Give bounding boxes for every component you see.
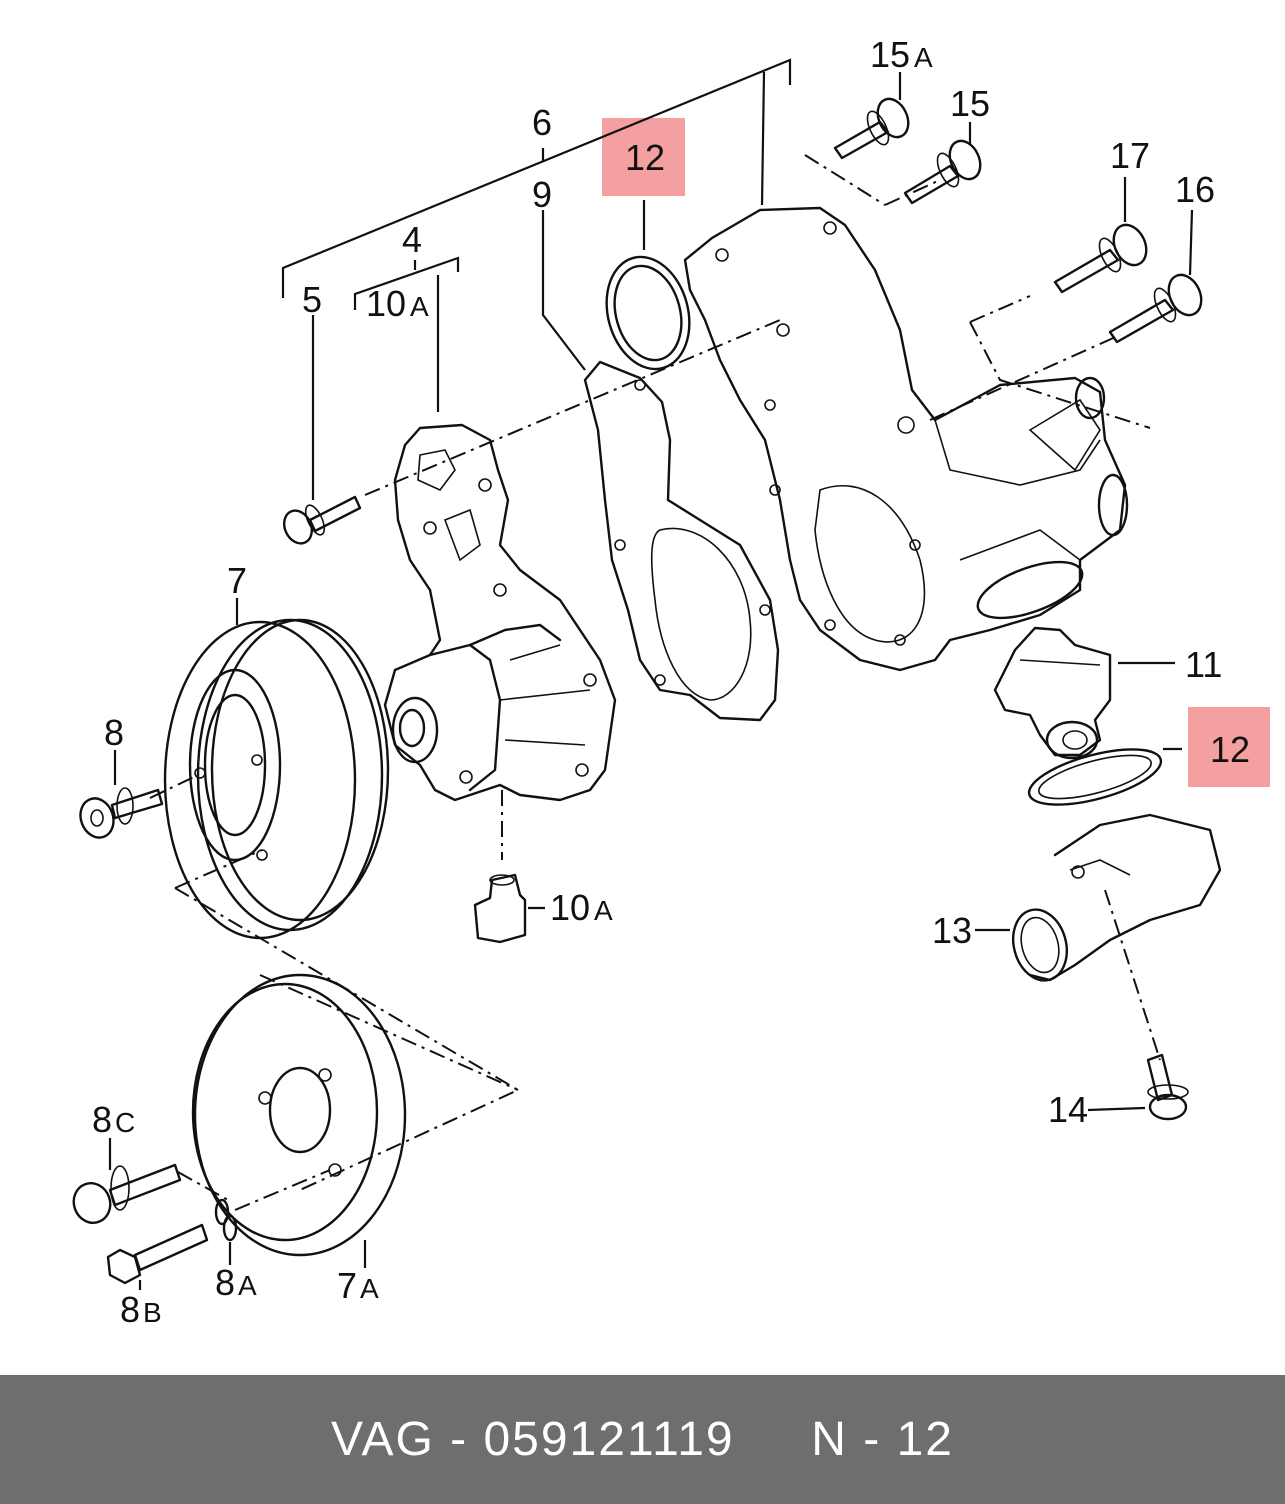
center-lines [149, 154, 1161, 1211]
part-number-footer: VAG - 059121119 N - 12 [0, 1375, 1285, 1504]
label-12-top: 12 [625, 137, 665, 178]
label-9: 9 [532, 174, 552, 215]
label-5: 5 [302, 279, 322, 320]
water-pump-housing [383, 423, 617, 802]
part-number-text: VAG - 059121119 N - 12 [331, 1413, 954, 1466]
bolt-16 [1108, 273, 1203, 344]
bolt-5 [283, 495, 362, 545]
screw-14 [1146, 1053, 1189, 1121]
label-11: 11 [1185, 644, 1222, 685]
bolt-8 [79, 787, 164, 839]
label-6: 6 [532, 102, 552, 143]
bolt-15a [833, 97, 910, 160]
label-7: 7 [227, 560, 247, 601]
thermostat-seal [1027, 748, 1163, 806]
assembly-bracket [281, 58, 792, 310]
label-4: 4 [402, 219, 422, 260]
bolt-17 [1053, 223, 1148, 294]
thermostat [993, 626, 1112, 760]
bolt-15 [903, 139, 982, 205]
label-15: 15 [950, 83, 990, 124]
label-13: 13 [932, 910, 972, 951]
plug-10a [473, 873, 527, 944]
coolant-elbow [1012, 813, 1222, 982]
leader-lines [108, 72, 1194, 1290]
label-12-right: 12 [1210, 729, 1250, 770]
exploded-parts-diagram: 4 5 6 9 10A 12 15A 15 17 16 11 12 13 14 … [72, 34, 1270, 1330]
o-ring-top [605, 255, 691, 371]
highlight-box-right [1188, 707, 1270, 787]
pump-gasket [583, 360, 780, 722]
coolant-housing [683, 206, 1129, 672]
bolt-8c [72, 1163, 182, 1224]
label-16: 16 [1175, 169, 1215, 210]
washer-8a [214, 1198, 238, 1242]
pulley-7a [191, 973, 407, 1257]
bolt-8b [106, 1223, 209, 1285]
label-17: 17 [1110, 135, 1150, 176]
label-8: 8 [104, 712, 124, 753]
pulley-7 [163, 618, 390, 940]
label-14: 14 [1048, 1089, 1088, 1130]
